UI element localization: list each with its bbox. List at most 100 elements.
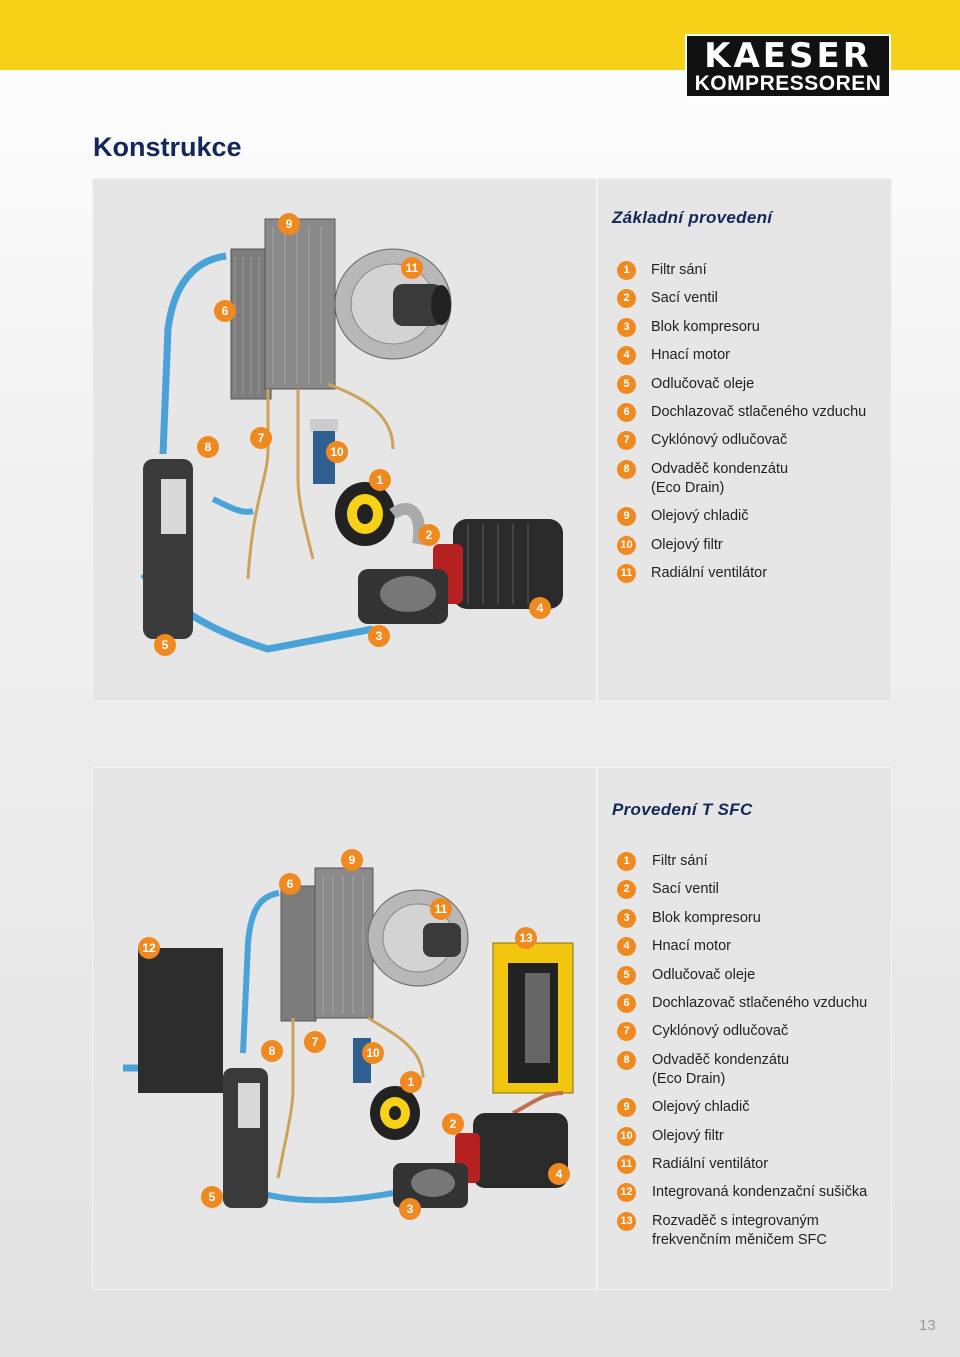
- callout-8: 8: [261, 1040, 283, 1062]
- callout-10: 10: [326, 441, 348, 463]
- callout-7: 7: [250, 427, 272, 449]
- legend-number-badge: 1: [617, 261, 636, 280]
- legend-item: 2 Sací ventil: [617, 880, 867, 900]
- legend-number-badge: 2: [617, 880, 636, 900]
- legend-label: Cyklónový odlučovač: [651, 432, 788, 449]
- legend-item: 8 Odvaděč kondenzátu (Eco Drain): [617, 1050, 802, 1089]
- legend-number-badge: 8: [617, 1050, 636, 1070]
- legend-label: Integrovaná kondenzační sušička: [652, 1184, 868, 1201]
- legend-label: Dochlazovač stlačeného vzduchu: [651, 403, 867, 420]
- legend-label: Filtr sání: [651, 262, 707, 278]
- callout-2: 2: [418, 524, 440, 546]
- panel-divider: [596, 179, 598, 701]
- legend-label: Olejový chladič: [651, 508, 749, 525]
- legend-item: 1 Filtr sání: [617, 261, 866, 280]
- diagram-basic-version: [140, 218, 563, 653]
- callout-1: 1: [400, 1071, 422, 1093]
- legend-label: Odlučovač oleje: [651, 375, 755, 392]
- legend-number-badge: 1: [617, 852, 636, 871]
- callout-11: 11: [430, 898, 452, 920]
- legend-number-badge: 4: [617, 346, 636, 366]
- logo-line2: KOMPRESSOREN: [694, 72, 882, 95]
- panel-basic-version: 9 11 6 8 7 10 1 2 4 5 3 Základní provede…: [92, 178, 892, 702]
- logo-line1: KAESER: [704, 36, 872, 76]
- legend-item: 5 Odlučovač oleje: [617, 965, 867, 985]
- legend-item: 9 Olejový chladič: [617, 507, 866, 527]
- legend-item: 7 Cyklónový odlučovač: [617, 1022, 867, 1042]
- legend-item: 6 Dochlazovač stlačeného vzduchu: [617, 993, 868, 1013]
- panel-t-sfc-version: 9 6 11 13 12 8 7 10 1 2 4 5 3 Provedení …: [92, 767, 892, 1290]
- callout-13: 13: [515, 927, 537, 949]
- legend-label: Sací ventil: [651, 290, 718, 307]
- callout-4: 4: [529, 597, 551, 619]
- legend-list-t-sfc: 1 Filtr sání 2 Sací ventil 3 Blok kompresor…: [617, 852, 867, 1250]
- legend-number-badge: 5: [617, 374, 636, 394]
- legend-label: Filtr sání: [652, 853, 708, 869]
- section-title-basic: Základní provedení: [612, 208, 773, 227]
- legend-number-badge: 8: [617, 459, 636, 479]
- legend-number-badge: 12: [617, 1183, 636, 1203]
- legend-number-badge: 10: [617, 1126, 636, 1146]
- legend-item: 5 Odlučovač oleje: [617, 374, 866, 394]
- callout-6: 6: [279, 873, 301, 895]
- callout-11: 11: [401, 257, 423, 279]
- legend-item: 10 Olejový filtr: [617, 535, 866, 555]
- legend-label: Olejový filtr: [652, 1127, 724, 1144]
- legend-label: Rozvaděč s integrovaným frekvenčním měni…: [652, 1212, 827, 1248]
- callout-10: 10: [362, 1042, 384, 1064]
- legend-label: Sací ventil: [652, 881, 719, 898]
- page-title: Konstrukce: [93, 132, 242, 162]
- callout-9: 9: [341, 849, 363, 871]
- legend-number-badge: 11: [617, 563, 636, 583]
- legend-label: Odvaděč kondenzátu (Eco Drain): [652, 1051, 790, 1087]
- legend-item: 7 Cyklónový odlučovač: [617, 431, 866, 451]
- legend-label: Hnací motor: [652, 938, 731, 955]
- callout-8: 8: [197, 436, 219, 458]
- callout-6: 6: [214, 300, 236, 322]
- legend-item: 1 Filtr sání: [617, 852, 867, 871]
- page-number: 13: [919, 1317, 936, 1334]
- diagram-t-sfc-version: [123, 867, 574, 1208]
- callout-1: 1: [369, 469, 391, 491]
- legend-item: 8 Odvaděč kondenzátu (Eco Drain): [617, 459, 801, 498]
- legend-number-badge: 9: [617, 507, 636, 527]
- section-title-t-sfc: Provedení T SFC: [612, 800, 753, 819]
- kaeser-logo: KAESER KOMPRESSOREN: [685, 34, 891, 98]
- panel-divider: [596, 768, 598, 1289]
- legend-number-badge: 6: [617, 993, 636, 1013]
- legend-number-badge: 3: [617, 317, 636, 337]
- legend-label: Radiální ventilátor: [651, 564, 768, 581]
- callout-3: 3: [399, 1198, 421, 1220]
- callout-3: 3: [368, 625, 390, 647]
- legend-item: 4 Hnací motor: [617, 937, 867, 957]
- legend-number-badge: 7: [617, 1022, 636, 1042]
- legend-label: Blok kompresoru: [652, 909, 761, 926]
- legend-item: 3 Blok kompresoru: [617, 908, 867, 928]
- legend-label: Odlučovač oleje: [652, 966, 756, 983]
- legend-number-badge: 7: [617, 431, 636, 451]
- legend-item: 11 Radiální ventilátor: [617, 563, 866, 583]
- callout-5: 5: [154, 634, 176, 656]
- callout-12: 12: [138, 937, 160, 959]
- legend-label: Dochlazovač stlačeného vzduchu: [652, 994, 868, 1011]
- legend-label: Odvaděč kondenzátu (Eco Drain): [651, 460, 789, 496]
- legend-item: 10 Olejový filtr: [617, 1126, 867, 1146]
- legend-number-badge: 3: [617, 908, 636, 928]
- callout-2: 2: [442, 1113, 464, 1135]
- legend-number-badge: 10: [617, 535, 636, 555]
- legend-number-badge: 5: [617, 965, 636, 985]
- callout-9: 9: [278, 213, 300, 235]
- legend-item: 4 Hnací motor: [617, 346, 866, 366]
- legend-label: Olejový chladič: [652, 1099, 750, 1116]
- legend-label: Cyklónový odlučovač: [652, 1023, 789, 1040]
- legend-number-badge: 4: [617, 937, 636, 957]
- legend-label: Hnací motor: [651, 347, 730, 364]
- legend-label: Olejový filtr: [651, 536, 723, 553]
- legend-item: 12 Integrovaná kondenzační sušička: [617, 1183, 868, 1203]
